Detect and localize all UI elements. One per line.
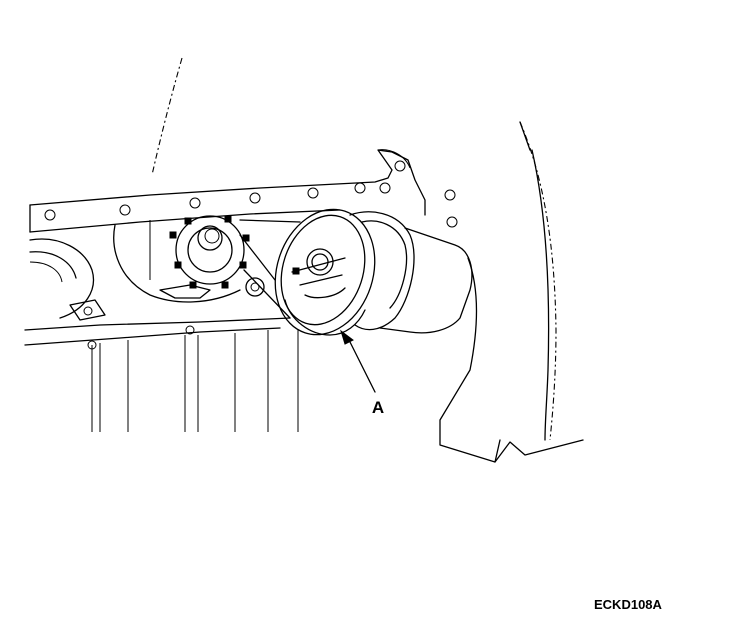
lower-block <box>24 299 299 432</box>
tensioner-pulley <box>274 208 584 463</box>
engine-outline <box>151 57 557 441</box>
callout-a-label: A <box>372 398 384 417</box>
left-pulley <box>29 238 94 319</box>
callout-a-leader <box>340 329 376 393</box>
cam-sprocket <box>113 215 250 303</box>
tensioner-bolt <box>245 277 265 297</box>
figure-code: ECKD108A <box>594 597 663 612</box>
cylinder-head-flange <box>29 149 458 233</box>
